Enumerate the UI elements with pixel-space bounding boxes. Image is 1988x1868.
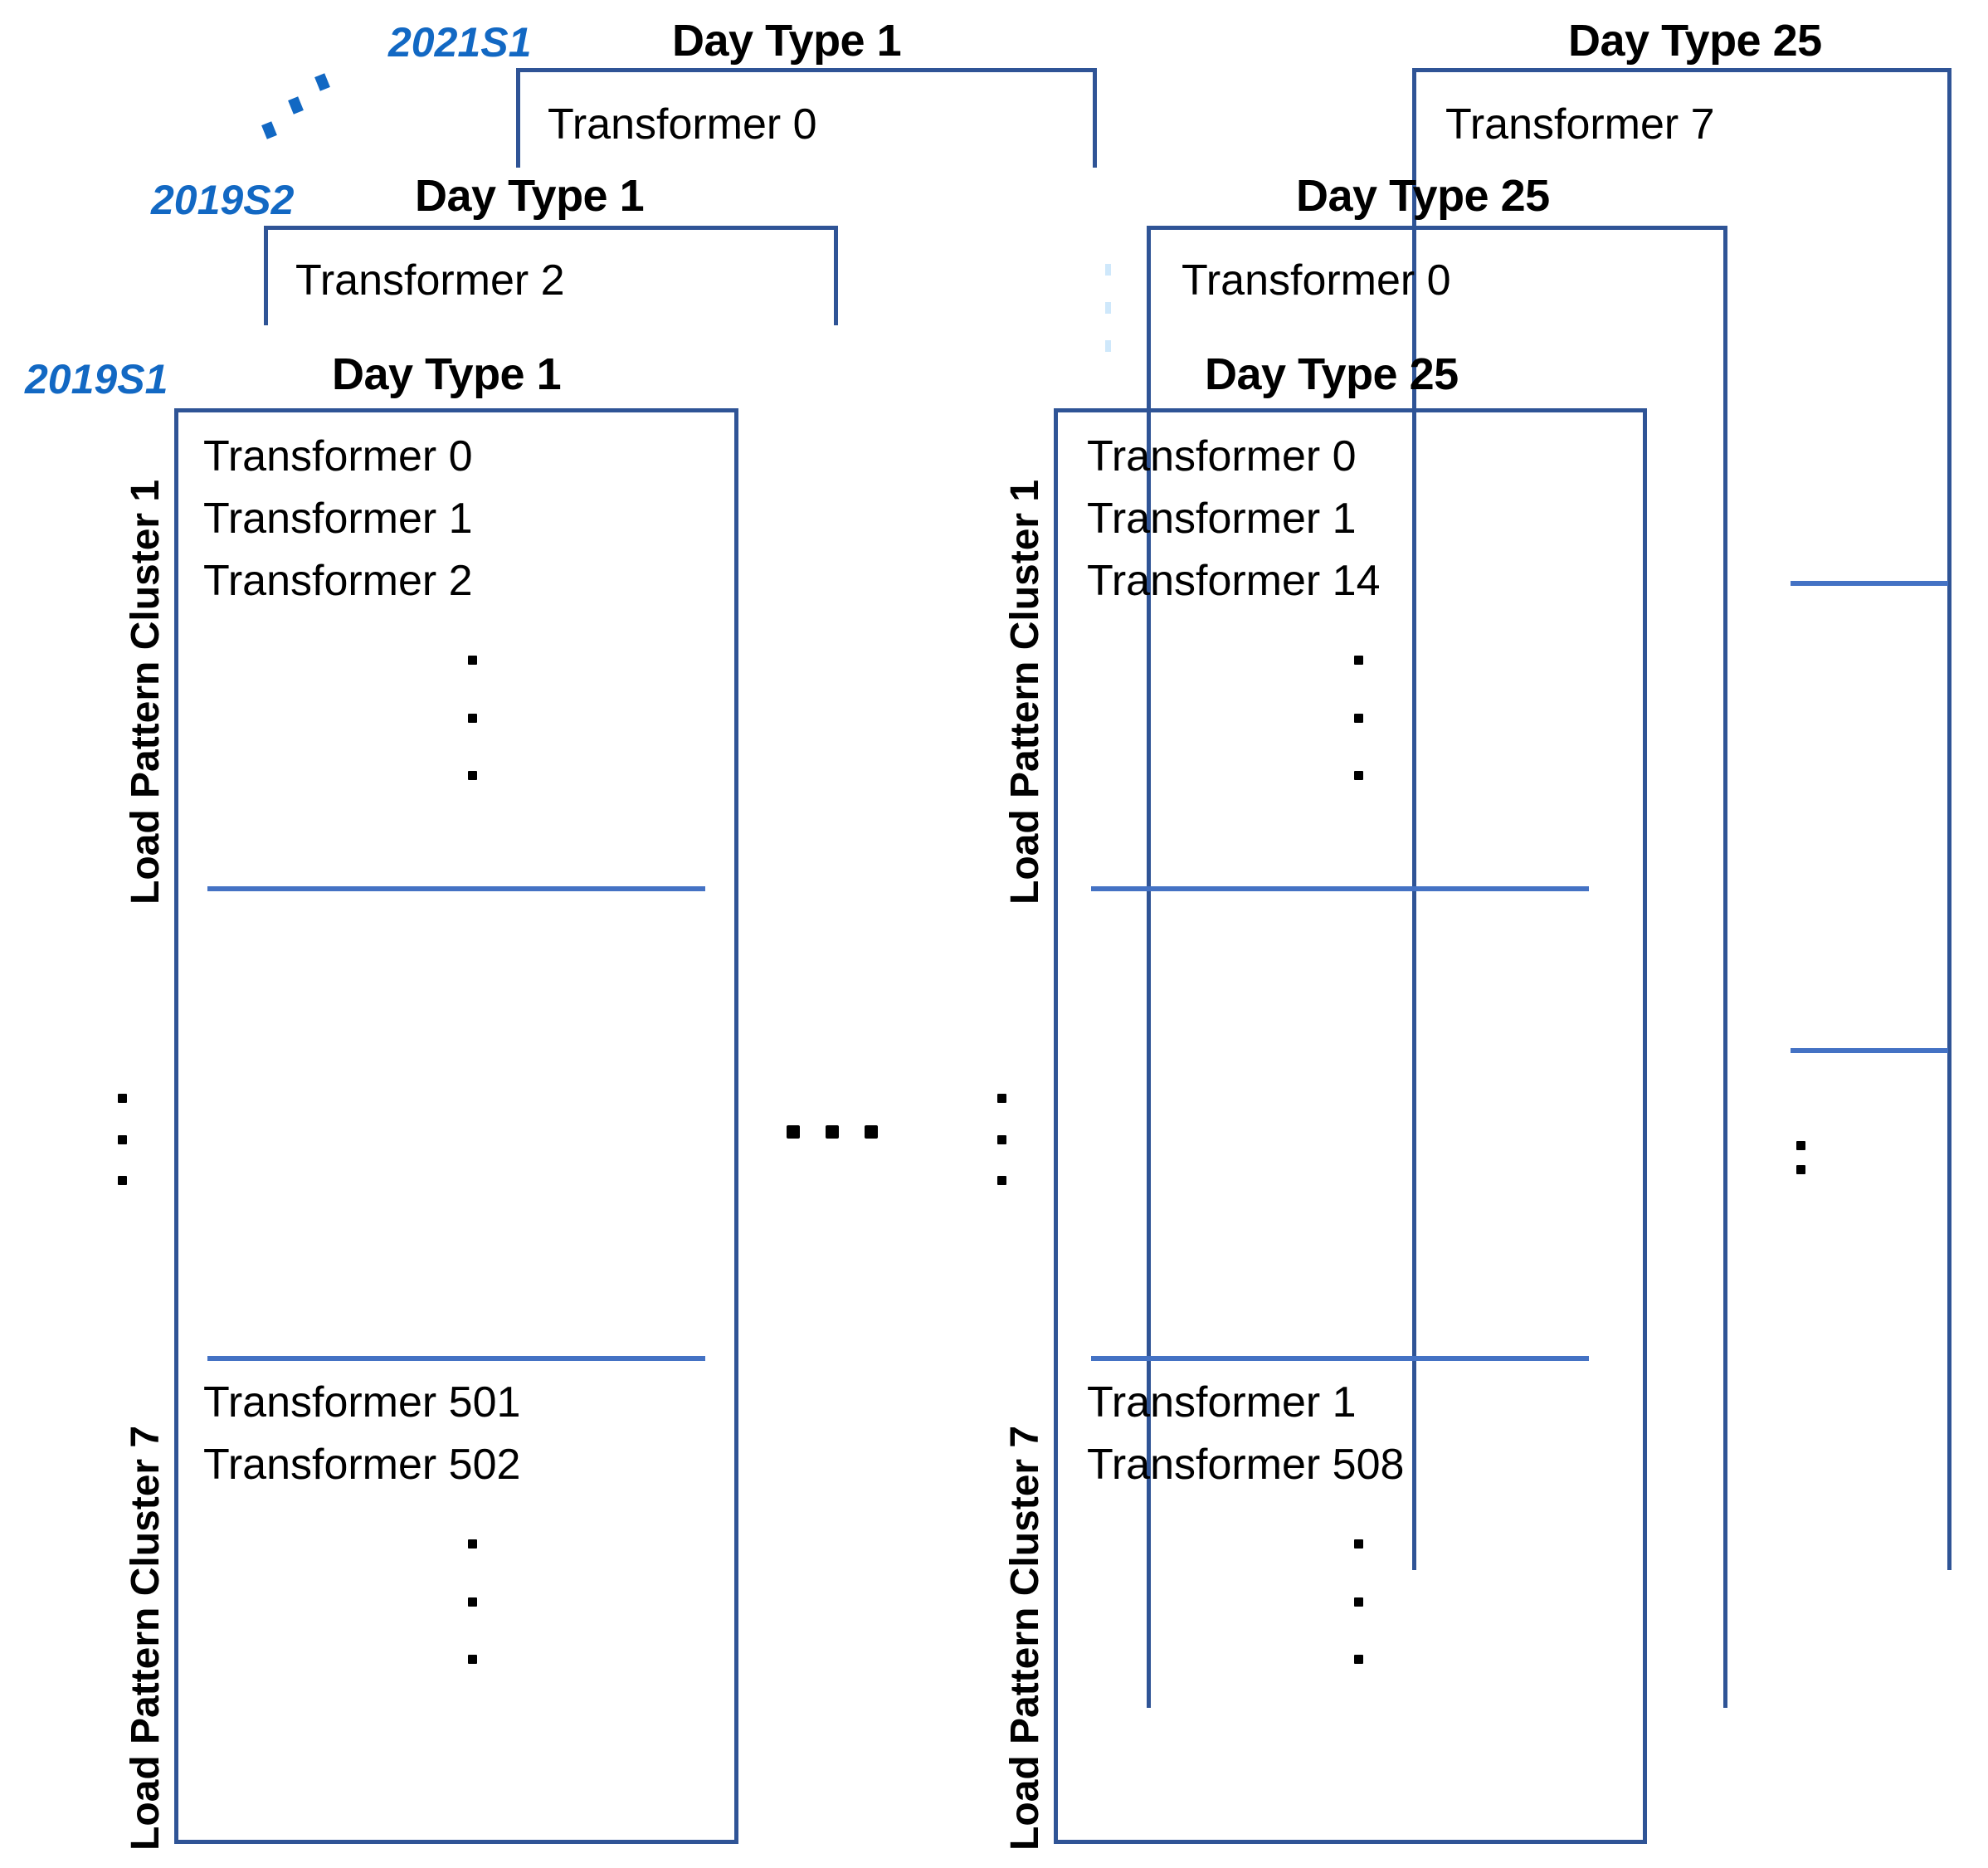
between-stacks-ellipsis <box>787 1124 878 1139</box>
right-back-top-box <box>1412 68 1951 1570</box>
right-cluster-top-item-2: Transformer 14 <box>1087 557 1381 605</box>
faint-dotted-marker <box>1105 264 1117 355</box>
right-cluster-bottom-ellipsis <box>1352 1539 1364 1664</box>
right-cluster-top-item-0: Transformer 0 <box>1087 432 1357 480</box>
left-cluster-top-separator <box>207 886 705 891</box>
right-back-top-separator-upper <box>1791 581 1948 586</box>
right-back-mid-box <box>1147 226 1727 1708</box>
left-cluster-top-item-1: Transformer 1 <box>203 495 473 543</box>
right-back-top-item-0: Transformer 7 <box>1445 100 1715 149</box>
left-cluster-range-ellipsis <box>116 1094 128 1185</box>
season-label-2019s1-left: 2019S1 <box>25 356 168 402</box>
left-back-mid-day-type-label: Day Type 1 <box>415 171 645 221</box>
left-back-top-box <box>516 68 1097 168</box>
right-front-day-type-label: Day Type 25 <box>1205 349 1459 399</box>
right-cluster-bottom-item-0: Transformer 1 <box>1087 1378 1357 1427</box>
left-cluster-bottom-item-0: Transformer 501 <box>203 1378 521 1427</box>
left-cluster-bottom-separator <box>207 1356 705 1361</box>
right-cluster-range-ellipsis <box>996 1094 1007 1185</box>
left-front-day-type-label: Day Type 1 <box>332 349 562 399</box>
left-cluster-top-label: Load Pattern Cluster 1 <box>124 479 168 905</box>
left-cluster-bottom-ellipsis <box>466 1539 478 1664</box>
right-cluster-bottom-separator <box>1091 1356 1589 1361</box>
left-back-mid-item-0: Transformer 2 <box>295 256 565 305</box>
right-cluster-bottom-item-1: Transformer 508 <box>1087 1441 1405 1489</box>
left-cluster-top-ellipsis <box>466 656 478 780</box>
left-front-box <box>174 408 738 1844</box>
left-cluster-bottom-item-1: Transformer 502 <box>203 1441 521 1489</box>
right-cluster-top-ellipsis <box>1352 656 1364 780</box>
right-back-top-separator-lower <box>1791 1048 1948 1053</box>
right-cluster-top-item-1: Transformer 1 <box>1087 495 1357 543</box>
right-back-mid-day-type-label: Day Type 25 <box>1296 171 1550 221</box>
right-cluster-bottom-label: Load Pattern Cluster 7 <box>1003 1425 1047 1851</box>
season-label-2019s2-left: 2019S2 <box>151 177 295 223</box>
left-cluster-top-item-0: Transformer 0 <box>203 432 473 480</box>
right-back-mid-item-0: Transformer 0 <box>1182 256 1451 305</box>
left-back-top-day-type-label: Day Type 1 <box>672 16 902 66</box>
right-back-top-day-type-label: Day Type 25 <box>1568 16 1822 66</box>
season-diagonal-ellipsis <box>257 73 373 166</box>
left-back-mid-box <box>264 226 838 325</box>
left-cluster-top-item-2: Transformer 2 <box>203 557 473 605</box>
right-cluster-top-label: Load Pattern Cluster 1 <box>1003 479 1047 905</box>
right-cluster-top-separator <box>1091 886 1589 891</box>
right-front-box <box>1054 408 1647 1844</box>
left-cluster-bottom-label: Load Pattern Cluster 7 <box>124 1425 168 1851</box>
season-label-2021s1-left: 2021S1 <box>388 19 532 66</box>
left-back-top-item-0: Transformer 0 <box>548 100 817 149</box>
right-back-top-ellipsis-fragment <box>1796 1141 1805 1174</box>
